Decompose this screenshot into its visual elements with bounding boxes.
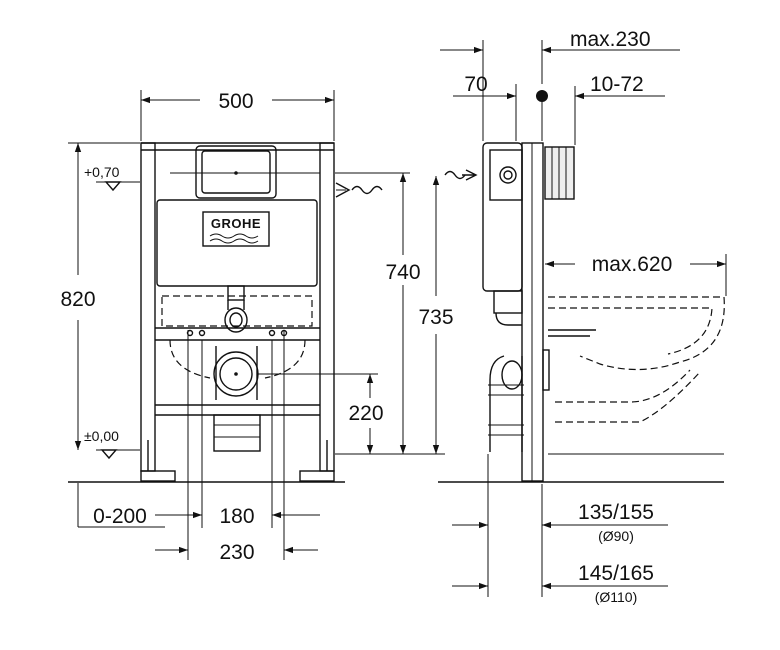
dim-70: 70 [453, 73, 517, 141]
toilet-bowl-outline [548, 296, 725, 423]
svg-text:180: 180 [219, 505, 254, 528]
side-pipes [488, 290, 550, 452]
side-view: max.230 70 10-72 max.620 735 [418, 28, 727, 605]
svg-text:220: 220 [348, 402, 383, 425]
bowl-outline-front [161, 295, 313, 379]
side-frame [521, 142, 575, 482]
svg-text:145/165: 145/165 [578, 562, 654, 585]
label-735: 735 [418, 306, 453, 329]
dim-max-230: max.230 [440, 28, 680, 141]
svg-text:(Ø110): (Ø110) [595, 589, 638, 605]
svg-text:max.230: max.230 [570, 28, 651, 51]
svg-text:230: 230 [219, 541, 254, 564]
svg-text:70: 70 [464, 73, 487, 96]
dim-height-820: 820 [60, 142, 140, 450]
front-view: GROHE [60, 90, 445, 564]
side-cistern [444, 142, 523, 292]
svg-text:135/155: 135/155 [578, 501, 654, 524]
flush-plate [170, 145, 320, 199]
dim-drain-220: 220 [258, 373, 384, 454]
svg-text:500: 500 [218, 90, 253, 113]
level-marker-top: +0,70 [84, 164, 140, 192]
svg-text:0-200: 0-200 [93, 505, 147, 528]
dim-height-740: 740 [335, 172, 445, 455]
svg-text:+0,70: +0,70 [84, 164, 120, 180]
dim-bottom: 0-200 180 230 [77, 330, 320, 564]
dim-width-500: 500 [140, 90, 335, 141]
dim-height-735: 735 [418, 176, 454, 454]
svg-text:10-72: 10-72 [590, 73, 644, 96]
cistern: GROHE [156, 199, 318, 287]
level-marker-floor: ±0,00 [84, 428, 140, 460]
water-inlet-arrow [335, 182, 383, 198]
svg-text:740: 740 [385, 261, 420, 284]
dim-max-620: max.620 [545, 253, 727, 296]
dim-drain-offsets: 135/155 (Ø90) 145/165 (Ø110) [452, 454, 668, 605]
svg-text:±0,00: ±0,00 [84, 428, 119, 444]
svg-text:max.620: max.620 [592, 253, 673, 276]
svg-text:820: 820 [60, 288, 95, 311]
svg-text:(Ø90): (Ø90) [598, 528, 634, 544]
grohe-logo: GROHE [211, 216, 261, 231]
dim-10-72: 10-72 [536, 73, 665, 145]
